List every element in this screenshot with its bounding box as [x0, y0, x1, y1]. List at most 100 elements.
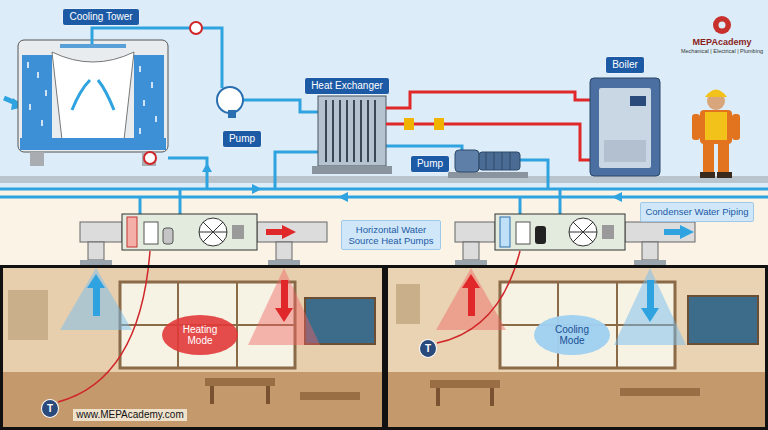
panel-border-part: [387, 267, 767, 429]
classroom-right-part: [620, 388, 700, 396]
water-piping-part: [0, 188, 768, 191]
cooling-tower-part: [134, 55, 164, 140]
pump-part-part: [494, 152, 495, 170]
equipment-label: Cooling Tower: [62, 8, 139, 26]
heat-pump-unit-part: [455, 222, 495, 242]
equipment-label: Boiler: [605, 56, 645, 74]
cooling-tower-part-part: [41, 120, 43, 126]
pump-part-part: [486, 152, 487, 170]
node-text: Cooling Mode: [544, 324, 600, 347]
air-flow-part: [87, 274, 105, 288]
pipe-fitting-part: [434, 118, 444, 130]
air-flow-part: [462, 274, 480, 288]
classroom-left-part: [266, 386, 270, 404]
flow-arrow-part: [338, 192, 348, 202]
heat-exchanger-part-part: [367, 100, 369, 162]
pump: [217, 87, 243, 118]
cooling-tower-part-part: [37, 72, 39, 78]
classroom-left-part: [8, 290, 48, 340]
logo-mark-part: [719, 22, 726, 29]
worker-figure-part: [700, 172, 715, 178]
worker-figure-part: [703, 142, 714, 174]
heat-pump-unit-part: [144, 222, 158, 244]
heat-exchanger-part: [312, 166, 392, 174]
pipe-fitting-part: [404, 118, 414, 130]
air-flow-part: [93, 286, 100, 316]
cooling-tower-part-part: [139, 66, 141, 72]
valve-part: [144, 152, 156, 164]
node-text: Heating Mode: [172, 324, 228, 347]
mode-ellipse: Cooling Mode: [534, 315, 610, 355]
water-piping-part: [92, 28, 222, 88]
thermostat: T: [419, 339, 437, 358]
heat-exchanger-part-part: [332, 100, 334, 162]
background-part: [0, 190, 768, 266]
worker-figure-part: [732, 114, 740, 140]
classroom-left: [0, 266, 385, 430]
pipe-fitting: [404, 118, 444, 130]
thermostat: T: [41, 399, 59, 418]
cooling-tower-part: [22, 55, 52, 140]
heat-pump-unit-part: [495, 214, 625, 250]
cooling-tower-part: [20, 138, 166, 150]
node-text: Pump: [417, 158, 443, 170]
heat-exchanger-part-part: [325, 100, 327, 162]
hot-water-piping-part: [386, 92, 592, 108]
heat-pump-unit-part: [163, 228, 173, 244]
info-box: Horizontal Water Source Heat Pumps: [341, 220, 441, 251]
heat-pump-unit-part: [642, 242, 658, 260]
heat-exchanger-part-part: [374, 100, 376, 162]
cooling-tower-part-part: [151, 82, 153, 88]
classroom-right-part: [386, 372, 768, 430]
heat-pump-unit: [80, 214, 327, 265]
cooling-tower: [4, 40, 168, 166]
cooling-tower-part: [72, 80, 90, 110]
pump-part: [217, 87, 243, 113]
heat-pump-unit-part: [80, 260, 112, 265]
classroom-left-part: [205, 378, 275, 386]
node-text: Boiler: [612, 59, 638, 71]
heat-pump-unit-part: [80, 222, 122, 242]
cooling-tower-part: [52, 52, 134, 140]
node-text: Horizontal Water Source Heat Pumps: [346, 224, 436, 247]
water-piping-part: [559, 189, 562, 214]
pump-part: [455, 150, 479, 172]
pump-part-part: [510, 152, 511, 170]
pump-part: [228, 110, 236, 118]
worker-figure-part: [705, 112, 727, 140]
classroom-right-part: [396, 284, 420, 324]
water-piping-part: [519, 197, 522, 214]
worker-figure-part: [718, 142, 729, 174]
water-piping-part: [243, 100, 318, 112]
cooling-tower-part: [142, 152, 156, 166]
background-part: [0, 176, 768, 183]
equipment-label: Heat Exchanger: [304, 77, 390, 95]
air-flow-part: [641, 308, 659, 322]
logo-subtitle: Mechanical | Electrical | Plumbing: [681, 48, 763, 54]
cooling-tower-part-part: [27, 62, 29, 68]
hot-water-piping: [386, 92, 592, 160]
pump: [448, 150, 528, 178]
worker-figure-part: [717, 172, 732, 178]
cooling-tower-part: [18, 40, 168, 152]
worker-figure-part: [705, 90, 727, 98]
heat-exchanger: [312, 96, 392, 174]
background: [0, 0, 768, 266]
pump-part-part: [502, 152, 503, 170]
boiler-part: [604, 140, 646, 162]
worker-figure: [692, 90, 740, 179]
heat-pump-unit-part: [199, 222, 227, 242]
node-text: T: [425, 343, 431, 354]
heat-pump-unit-part: [282, 225, 296, 239]
classroom-left-part: [0, 266, 385, 430]
classroom-left-part: [0, 372, 385, 430]
air-flow-part: [248, 268, 320, 345]
cooling-tower-part: [60, 44, 126, 48]
heat-exchanger-part: [326, 100, 375, 162]
heat-pump-unit-part: [664, 229, 680, 235]
panel-border-part: [2, 267, 384, 429]
air-flow-part: [647, 280, 654, 310]
heat-pump-unit-part: [266, 229, 282, 235]
heat-pump-unit-part: [569, 218, 597, 246]
heat-pump-unit-part: [257, 222, 327, 242]
